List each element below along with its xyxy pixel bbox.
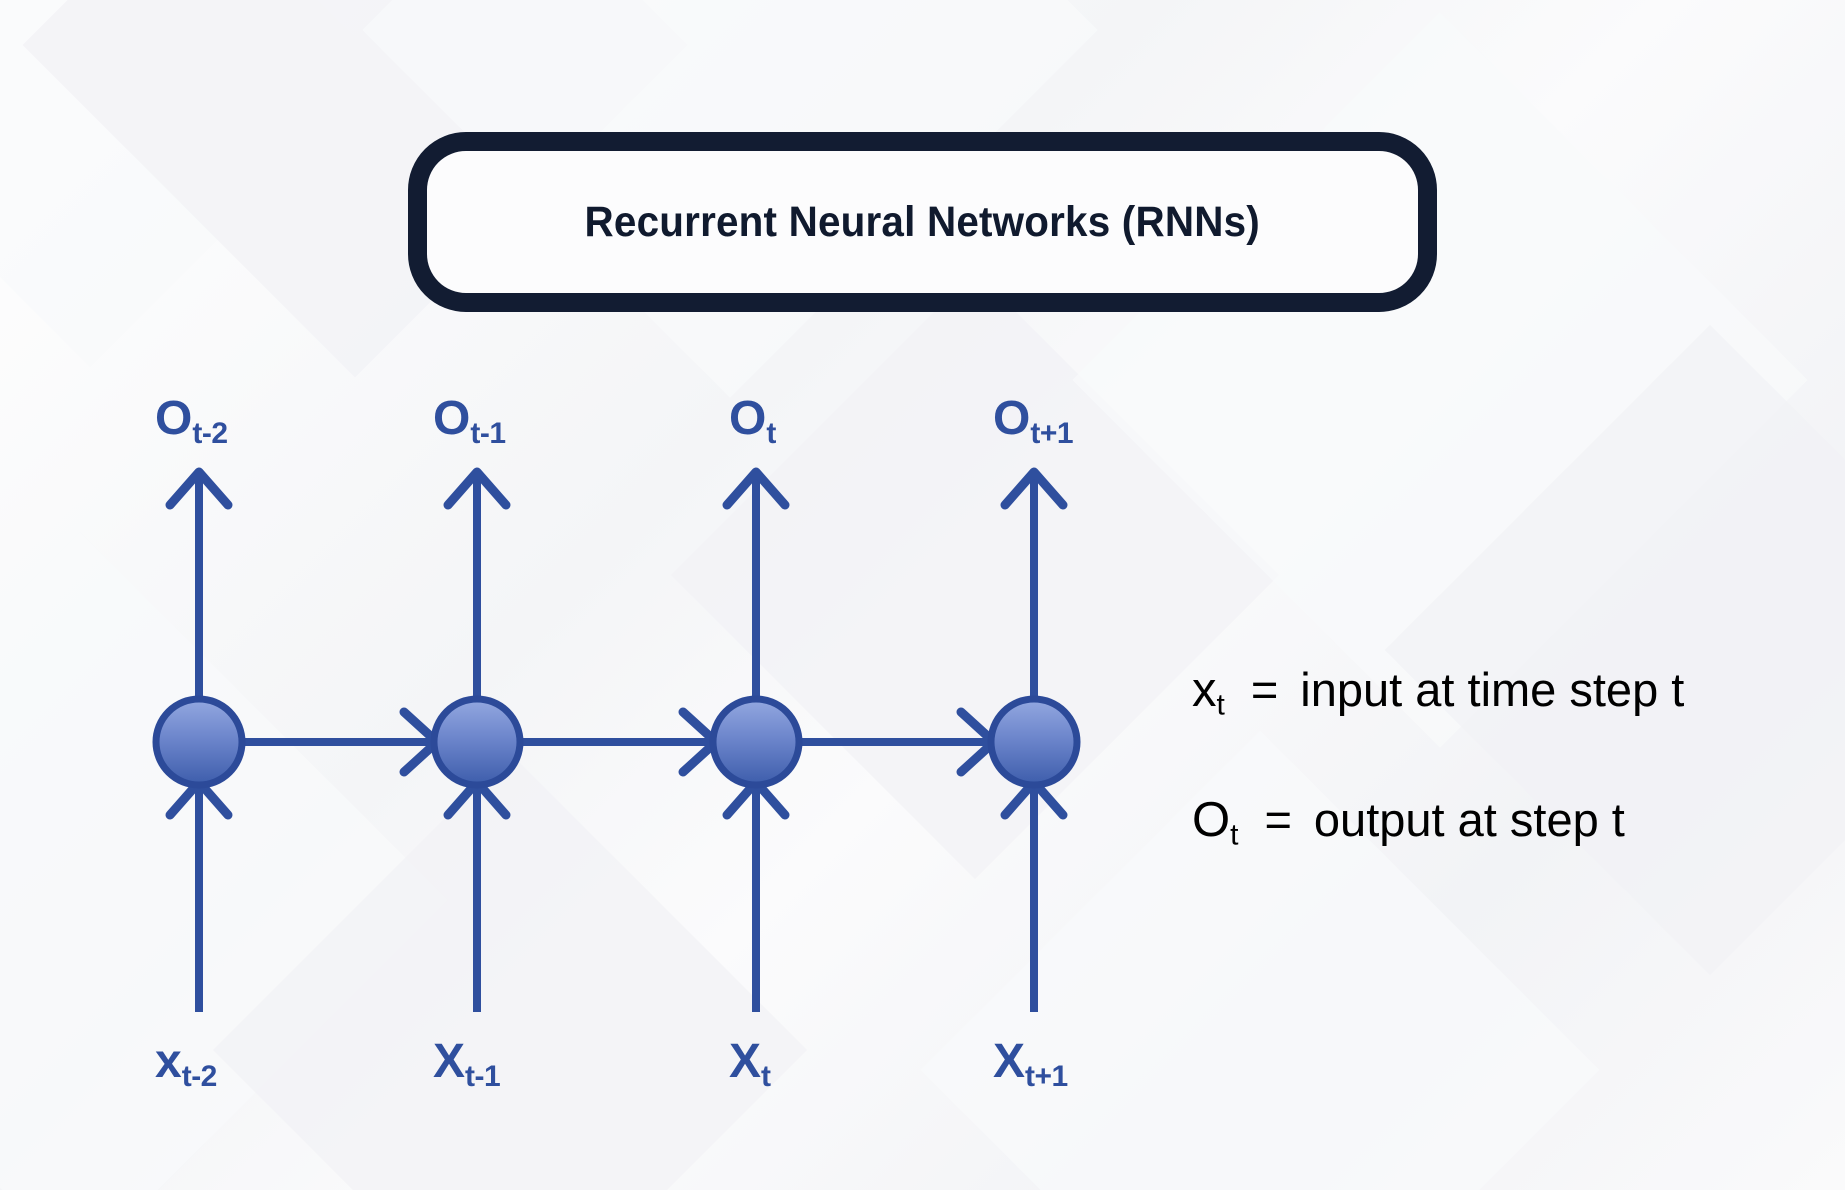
output-label-t-2: Ot-2 bbox=[155, 395, 228, 449]
hidden-state-node-t-plus-1 bbox=[987, 695, 1081, 789]
legend-symbol-sub: t bbox=[1216, 688, 1225, 722]
legend-symbol-sub: t bbox=[1230, 818, 1239, 852]
input-label-t-2: xt-2 bbox=[155, 1038, 217, 1092]
legend-symbol-base: x bbox=[1192, 663, 1217, 717]
legend-symbol-input: xt bbox=[1192, 666, 1225, 720]
input-label-t: Xt bbox=[729, 1038, 771, 1092]
output-label-t: Ot bbox=[729, 395, 776, 449]
arrowhead-output-t bbox=[722, 467, 790, 510]
legend-description-output: output at step t bbox=[1313, 793, 1625, 846]
title-box: Recurrent Neural Networks (RNNs) bbox=[408, 132, 1437, 312]
output-label-base: O bbox=[993, 392, 1031, 445]
output-label-sub: t bbox=[766, 417, 776, 450]
legend-row-output: Ot = output at step t bbox=[1192, 796, 1625, 850]
output-label-base: O bbox=[433, 392, 471, 445]
output-label-sub: t-2 bbox=[192, 417, 228, 450]
output-label-sub: t-1 bbox=[470, 417, 506, 450]
input-label-base: x bbox=[155, 1035, 182, 1088]
output-label-sub: t+1 bbox=[1030, 417, 1074, 450]
input-label-base: X bbox=[993, 1035, 1026, 1088]
output-label-t-1: Ot-1 bbox=[433, 395, 506, 449]
legend-description-input: input at time step t bbox=[1300, 663, 1685, 716]
input-label-sub: t-1 bbox=[465, 1060, 501, 1093]
output-label-base: O bbox=[729, 392, 767, 445]
hidden-state-node-t-1 bbox=[430, 695, 524, 789]
legend-equals-sign: = bbox=[1264, 793, 1292, 846]
input-label-sub: t+1 bbox=[1025, 1060, 1068, 1093]
page-title: Recurrent Neural Networks (RNNs) bbox=[584, 197, 1261, 246]
input-label-t-plus-1: Xt+1 bbox=[993, 1038, 1068, 1092]
output-label-t-plus-1: Ot+1 bbox=[993, 392, 1074, 450]
input-label-sub: t-2 bbox=[181, 1060, 218, 1093]
legend-equals-sign: = bbox=[1250, 663, 1279, 716]
input-label-base: X bbox=[433, 1035, 466, 1088]
output-label-base: O bbox=[155, 392, 193, 445]
hidden-state-node-t bbox=[709, 695, 803, 789]
hidden-state-node-t-2 bbox=[152, 695, 246, 789]
legend-symbol-output: Ot bbox=[1192, 796, 1238, 850]
arrowhead-output-t-1 bbox=[443, 467, 511, 510]
legend-row-input: xt = input at time step t bbox=[1192, 666, 1684, 720]
input-label-sub: t bbox=[761, 1060, 771, 1093]
arrowhead-output-t-2 bbox=[165, 467, 233, 510]
legend-symbol-base: O bbox=[1192, 793, 1231, 847]
input-label-base: X bbox=[729, 1035, 762, 1088]
arrowhead-output-t-plus-1 bbox=[1000, 467, 1068, 510]
input-label-t-1: Xt-1 bbox=[433, 1035, 501, 1093]
